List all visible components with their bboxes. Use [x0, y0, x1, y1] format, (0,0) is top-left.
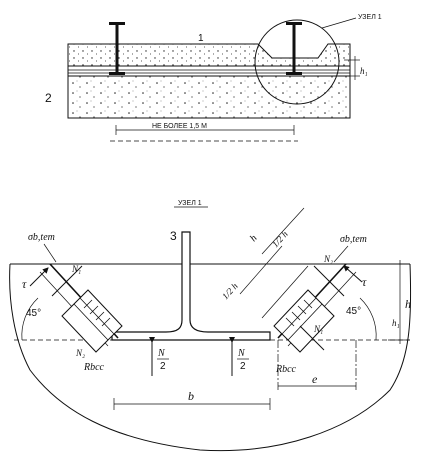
- h-dim-label: h: [405, 297, 411, 311]
- spacing-label: НЕ БОЛЕЕ 1,5 М: [152, 123, 207, 130]
- top-h1-label: h₁: [360, 66, 368, 76]
- n1-right-label: N₁: [313, 324, 323, 334]
- node-detail-section: УЗЕЛ 1 3 N₁ N₂ σb,tem: [9, 200, 412, 452]
- n2-left-label: N₂: [75, 348, 85, 358]
- half-h-label-1: 1/2 h: [220, 281, 240, 302]
- h1-dim-label: h₁: [392, 318, 400, 328]
- node-circle: [254, 19, 340, 105]
- half-h-label-2: 1/2 h: [270, 229, 290, 250]
- angle-right-label: 45°: [346, 306, 361, 317]
- left-anchor-block: [61, 289, 123, 353]
- rbcc-right-label: Rbcc: [275, 364, 297, 375]
- sigma-left-label: σb,tem: [28, 232, 55, 243]
- top-section: УЗЕЛ 1 1 2 h₁ НЕ БОЛЕЕ 1,5 М: [45, 14, 382, 142]
- sigma-right-label: σb,tem: [340, 234, 367, 245]
- right-rail-beam: [286, 22, 302, 75]
- cavity-outline: [9, 263, 412, 452]
- tau-right-label: τ: [362, 275, 367, 289]
- n2-left-den: 2: [160, 361, 166, 372]
- n1-left-label: N₁: [71, 264, 81, 274]
- angle-left-label: 45°: [26, 308, 41, 319]
- n2-right-label: N₂: [323, 254, 333, 264]
- node-callout-label: УЗЕЛ 1: [358, 14, 382, 21]
- rbcc-left-label: Rbcc: [83, 362, 105, 373]
- upper-layer-1: [67, 43, 351, 67]
- h-diag-label: h: [248, 233, 260, 244]
- rail-3-section: [111, 231, 271, 341]
- layer-2-label: 2: [45, 91, 52, 105]
- layer-1-label: 1: [198, 33, 204, 44]
- rail-3-label: 3: [170, 229, 177, 243]
- left-rail-beam: [109, 22, 125, 75]
- n2-left-num: N: [157, 348, 166, 359]
- n2-right-den: 2: [240, 361, 246, 372]
- tau-left-label: τ: [22, 277, 27, 291]
- b-dim-label: b: [188, 389, 194, 403]
- node-title-label: УЗЕЛ 1: [178, 200, 202, 207]
- n2-right-num: N: [237, 348, 246, 359]
- lower-layer-2: [67, 75, 351, 119]
- right-anchor-block: [273, 289, 335, 353]
- e-dim-label: e: [312, 372, 318, 386]
